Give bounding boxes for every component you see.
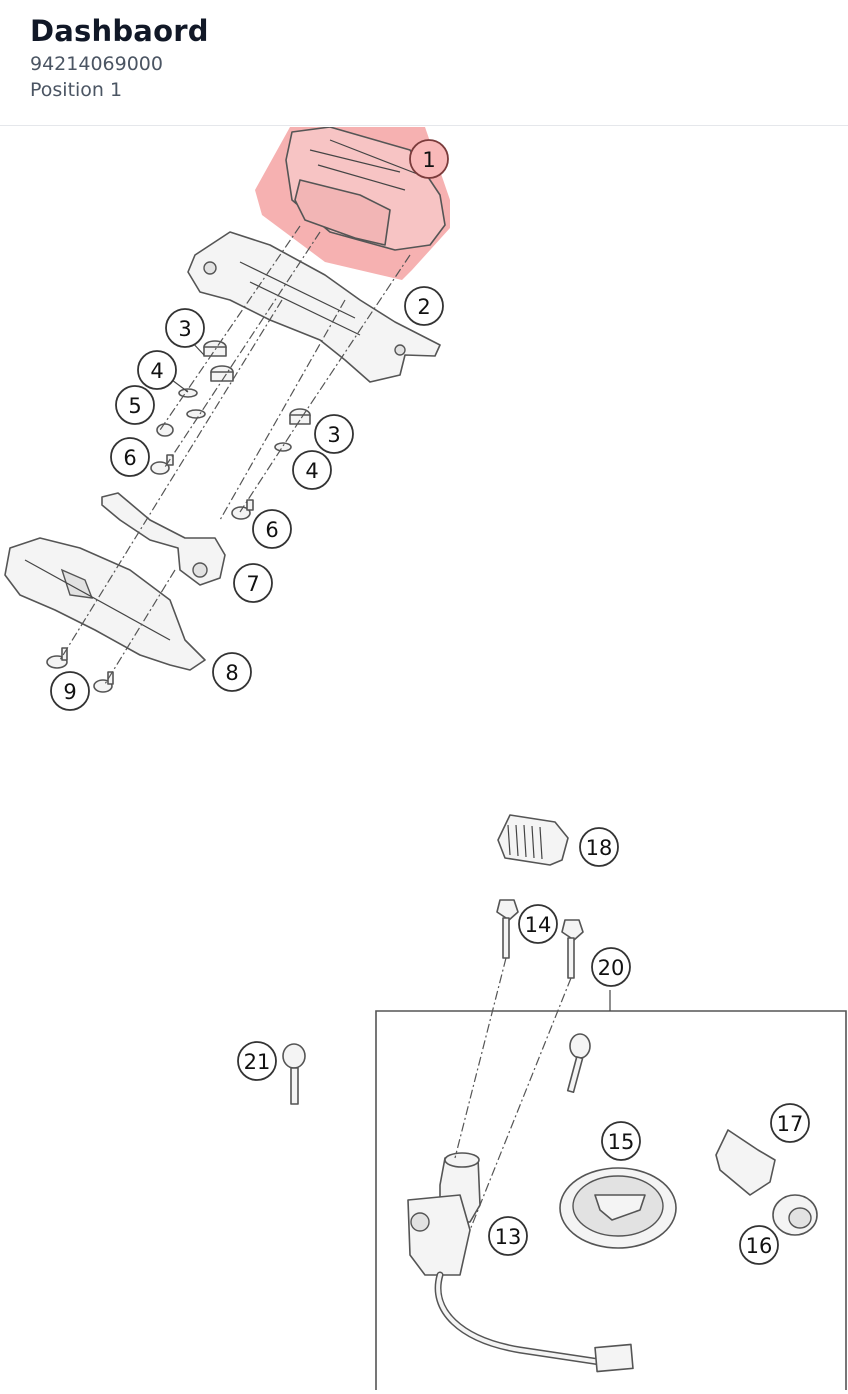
callout-20[interactable]: 20 [591,947,631,987]
callout-14[interactable]: 14 [518,904,558,944]
screw-left-small[interactable] [156,423,174,437]
callout-4-left[interactable]: 4 [137,350,177,390]
grommet-left-upper[interactable] [203,340,227,357]
svg-text:21: 21 [244,1050,271,1074]
callout-18[interactable]: 18 [579,827,619,867]
ignition-lock-part[interactable] [407,1152,634,1373]
bracket-part[interactable] [187,231,441,383]
washer-left[interactable] [178,388,206,419]
callout-3-left[interactable]: 3 [165,308,205,348]
bolt-left[interactable] [496,899,519,959]
screw-cover-left[interactable] [46,647,68,669]
svg-text:17: 17 [777,1112,804,1136]
connector-cap-part[interactable] [497,814,569,866]
svg-text:2: 2 [417,295,430,319]
callout-13[interactable]: 13 [488,1216,528,1256]
bolt-right[interactable] [561,919,584,979]
callout-7[interactable]: 7 [233,563,273,603]
lock-set-frame [375,1010,847,1390]
lock-bracket-part[interactable] [715,1129,776,1196]
callout-21[interactable]: 21 [237,1041,277,1081]
svg-text:16: 16 [746,1234,773,1258]
svg-text:7: 7 [246,572,259,596]
svg-text:6: 6 [123,446,136,470]
position-label: Position 1 [30,79,123,101]
page-title: Dashbaord [30,14,209,48]
dashboard-part[interactable] [285,126,446,251]
screw-left[interactable] [150,454,174,475]
fuel-cap-part[interactable] [559,1167,677,1249]
grommet-right[interactable] [289,408,311,425]
callout-3-right[interactable]: 3 [314,414,354,454]
svg-text:5: 5 [128,394,141,418]
svg-text:18: 18 [586,836,613,860]
screw-cover-right[interactable] [93,671,114,693]
screw-right[interactable] [231,499,254,520]
callout-1[interactable]: 1 [409,139,449,179]
key-in-set[interactable] [566,1033,591,1093]
svg-text:3: 3 [178,317,191,341]
callout-15[interactable]: 15 [601,1121,641,1161]
key-part[interactable] [282,1043,306,1105]
lock-cylinder-part[interactable] [772,1194,818,1236]
svg-text:20: 20 [598,956,625,980]
callout-17[interactable]: 17 [770,1103,810,1143]
washer-right[interactable] [274,442,292,452]
callout-6-right[interactable]: 6 [252,509,292,549]
svg-text:8: 8 [225,661,238,685]
part-number: 94214069000 [30,53,163,75]
svg-text:6: 6 [265,518,278,542]
svg-text:4: 4 [305,459,318,483]
callout-4-right[interactable]: 4 [292,450,332,490]
page-header: Dashbaord 94214069000 Position 1 [0,0,848,126]
svg-text:4: 4 [150,359,163,383]
callout-5[interactable]: 5 [115,385,155,425]
callout-6-left[interactable]: 6 [110,437,150,477]
svg-text:3: 3 [327,423,340,447]
cover-part[interactable] [4,537,206,671]
callout-8[interactable]: 8 [212,652,252,692]
callout-9[interactable]: 9 [50,671,90,711]
svg-text:15: 15 [608,1130,635,1154]
exploded-parts-diagram: 1 2 3 4 5 6 3 4 6 7 8 9 18 14 20 21 15 [0,126,848,1390]
grommet-left-lower[interactable] [210,365,234,382]
svg-text:1: 1 [422,148,435,172]
callout-2[interactable]: 2 [404,286,444,326]
svg-text:13: 13 [495,1225,522,1249]
svg-text:9: 9 [63,680,76,704]
svg-text:14: 14 [525,913,552,937]
callout-16[interactable]: 16 [739,1225,779,1265]
holder-plate-part[interactable] [101,492,226,586]
